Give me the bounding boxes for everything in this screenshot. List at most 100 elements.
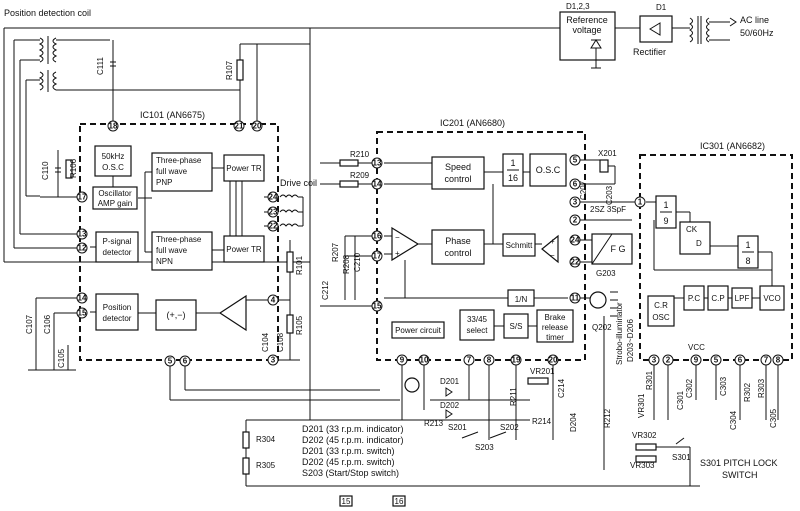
svg-text:X201: X201 [598,149,617,158]
svg-text:Speed: Speed [445,162,471,172]
svg-text:G203: G203 [596,269,616,278]
svg-text:R208: R208 [342,254,351,274]
svg-text:O.S.C: O.S.C [536,165,561,175]
svg-text:6: 6 [183,357,188,366]
svg-text:R213: R213 [424,419,444,428]
svg-text:R212: R212 [603,408,612,428]
svg-text:D1,2,3: D1,2,3 [566,2,590,11]
svg-text:C111: C111 [96,57,105,75]
led-d202: D202 [440,401,460,419]
diagram-title: Position detection coil [4,8,91,18]
svg-text:S201: S201 [448,423,467,432]
svg-text:1/N: 1/N [515,295,528,304]
svg-text:O.S.C: O.S.C [102,163,124,172]
svg-text:−: − [395,233,400,242]
svg-text:Power TR: Power TR [226,164,262,173]
svg-text:CK: CK [686,225,698,234]
svg-text:D1: D1 [656,3,667,12]
svg-text:5: 5 [714,356,719,365]
svg-text:C210: C210 [353,252,362,272]
svg-text:NPN: NPN [156,257,173,266]
svg-text:2SZ 3SpF: 2SZ 3SpF [590,205,626,214]
svg-text:IC201 (AN6680): IC201 (AN6680) [440,118,505,128]
svg-text:timer: timer [546,333,564,342]
svg-text:C107: C107 [25,314,34,334]
svg-text:C108: C108 [276,332,285,352]
pitch-lock-switch-label: SWITCH [722,470,758,480]
ic101-pins: 18 21 20 17 24 23 22 13 12 14 15 4 5 6 3 [76,120,279,367]
svg-text:Oscillator: Oscillator [98,189,132,198]
svg-text:R301: R301 [645,370,654,390]
drive-coil-icon [279,194,304,227]
svg-text:6: 6 [573,180,578,189]
svg-text:7: 7 [764,356,769,365]
svg-text:R304: R304 [256,435,276,444]
svg-text:Three-phase: Three-phase [156,235,202,244]
svg-text:C203: C203 [605,185,614,205]
svg-text:C305: C305 [769,408,778,428]
position-detection-coil [38,36,58,92]
svg-text:Three-phase: Three-phase [156,156,202,165]
rectifier-block: D1 Rectifier [633,3,673,57]
svg-text:1: 1 [663,200,668,210]
svg-text:IC301 (AN6682): IC301 (AN6682) [700,141,765,151]
svg-text:10: 10 [420,356,429,365]
svg-text:LPF: LPF [735,294,750,303]
svg-text:14: 14 [373,180,382,189]
svg-text:VCC: VCC [688,343,705,352]
svg-text:19: 19 [512,356,521,365]
svg-text:C106: C106 [43,314,52,334]
svg-text:Power circuit: Power circuit [395,326,442,335]
svg-text:IC101 (AN6675): IC101 (AN6675) [140,110,205,120]
svg-text:8: 8 [745,256,750,266]
strobo-illuminator: Q202 Strobo-illuminator D203~D206 [580,291,635,365]
svg-text:22: 22 [269,222,278,231]
ic301-pins: 1 3 2 9 5 6 7 8 [634,196,784,366]
svg-text:18: 18 [109,122,118,131]
svg-text:VR302: VR302 [632,431,657,440]
svg-text:+: + [395,249,400,258]
svg-text:9: 9 [400,356,405,365]
svg-text:C.R: C.R [654,301,668,310]
svg-text:1: 1 [510,158,515,168]
svg-text:8: 8 [487,356,492,365]
svg-text:16: 16 [395,497,404,506]
svg-text:R106: R106 [69,158,78,178]
svg-text:R302: R302 [743,382,752,402]
svg-text:VR303: VR303 [630,461,655,470]
svg-text:3: 3 [573,198,578,207]
svg-text:R210: R210 [350,150,370,159]
svg-text:Position: Position [103,303,131,312]
svg-text:R303: R303 [757,378,766,398]
reference-voltage-block: D1,2,3 Reference voltage [559,2,616,69]
svg-text:P-signal: P-signal [103,237,132,246]
pitch-lock-label: S301 PITCH LOCK [700,458,778,468]
svg-text:C214: C214 [557,378,566,398]
svg-text:R305: R305 [256,461,276,470]
svg-text:33/45: 33/45 [467,315,488,324]
ic101: IC101 (AN6675) 50kHz O.S.C Oscillator AM… [79,110,279,361]
svg-text:5: 5 [573,156,578,165]
svg-text:detector: detector [103,248,132,257]
legend-item: D202 (45 r.p.m. switch) [302,457,395,467]
svg-text:−: − [550,251,555,260]
svg-text:S301: S301 [672,453,691,462]
svg-text:3: 3 [271,356,276,365]
svg-text:S/S: S/S [510,322,523,331]
svg-text:P.C: P.C [688,294,701,303]
svg-text:VCO: VCO [763,294,780,303]
svg-text:15: 15 [78,309,87,318]
svg-text:9: 9 [663,216,668,226]
svg-text:C212: C212 [321,280,330,300]
svg-text:11: 11 [571,294,580,303]
svg-text:5: 5 [168,357,173,366]
svg-text:detector: detector [103,314,132,323]
svg-text:F G: F G [611,244,626,254]
svg-text:C.P: C.P [711,294,724,303]
svg-text:15: 15 [373,302,382,311]
page-marks: 15 16 [339,495,406,507]
svg-text:R207: R207 [331,242,340,262]
svg-text:D: D [696,239,702,248]
svg-text:12: 12 [78,244,87,253]
